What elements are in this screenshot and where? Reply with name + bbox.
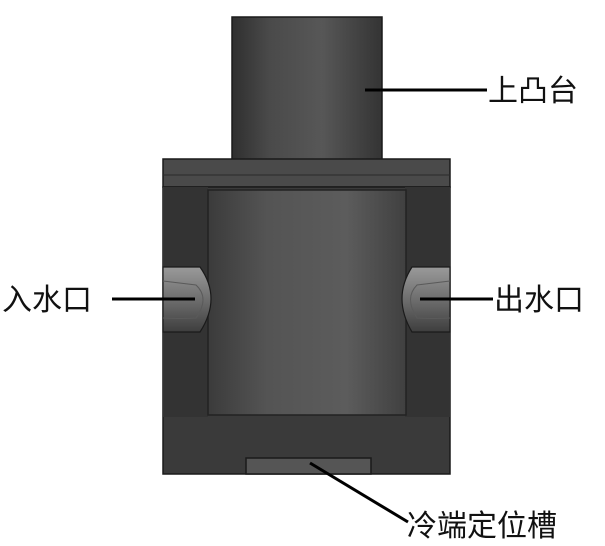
inlet-port-edge bbox=[162, 280, 204, 319]
label-upper-boss: 上凸台 bbox=[488, 74, 578, 109]
inner-core bbox=[207, 189, 407, 416]
outlet-port-edge bbox=[410, 280, 451, 319]
upper-boss bbox=[231, 16, 383, 161]
leader-cold-end-slot bbox=[309, 461, 409, 524]
label-outlet: 出水口 bbox=[494, 283, 584, 318]
cold-end-slot bbox=[245, 457, 372, 475]
label-cold-end-slot: 冷端定位槽 bbox=[407, 509, 557, 544]
label-inlet: 入水口 bbox=[2, 283, 92, 318]
flange-cap bbox=[162, 158, 451, 188]
